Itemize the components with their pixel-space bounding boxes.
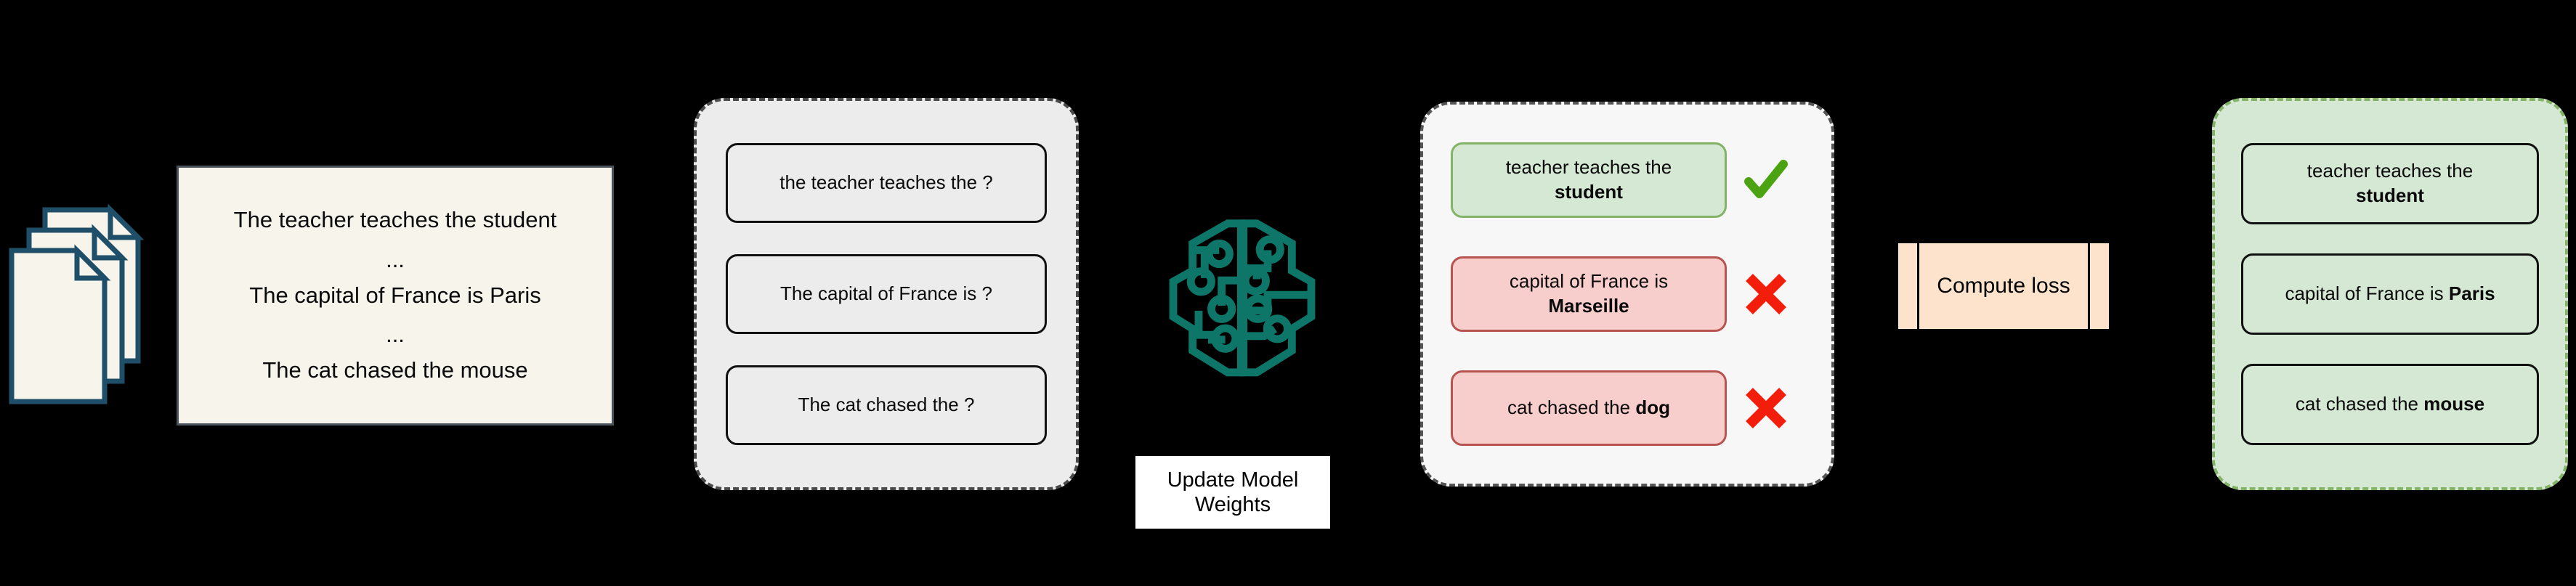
- corpus-text-box: The teacher teaches the student ... The …: [177, 166, 614, 426]
- prompts-panel: the teacher teaches the ? The capital of…: [694, 98, 1079, 490]
- update-model-weights-label: Update Model Weights: [1135, 456, 1330, 529]
- prompt-text: The cat chased the ?: [798, 394, 975, 416]
- corpus-line-3: The cat chased the mouse: [262, 357, 528, 383]
- prediction-card-correct[interactable]: teacher teaches the student: [1451, 142, 1727, 218]
- prediction-prefix: teacher teaches the: [1505, 156, 1672, 179]
- ground-truth-panel: teacher teaches the student capital of F…: [2212, 98, 2568, 490]
- ground-truth-answer: student: [2356, 184, 2424, 206]
- prompt-text: the teacher teaches the ?: [779, 171, 993, 194]
- prediction-row: capital of France is Marseille: [1451, 256, 1804, 332]
- ground-truth-card[interactable]: capital of France is Paris: [2241, 253, 2539, 335]
- cross-icon: [1740, 382, 1792, 434]
- ground-truth-answer: mouse: [2423, 393, 2485, 415]
- prediction-card-wrong[interactable]: capital of France is Marseille: [1451, 256, 1727, 332]
- compute-loss-left-rule: [1917, 243, 1919, 329]
- document-stack-icon: [7, 200, 160, 425]
- ground-truth-prefix: teacher teaches the: [2306, 160, 2474, 182]
- check-icon: [1740, 154, 1792, 206]
- corpus-ellipsis-2: ...: [386, 322, 405, 348]
- compute-loss-label: Compute loss: [1937, 274, 2070, 298]
- compute-loss-box: Compute loss: [1898, 243, 2109, 329]
- prediction-answer: Marseille: [1548, 295, 1629, 317]
- ground-truth-prefix: cat chased the: [2295, 393, 2419, 415]
- corpus-line-2: The capital of France is Paris: [249, 282, 541, 308]
- ground-truth-answer: Paris: [2448, 282, 2495, 305]
- prompt-card[interactable]: The cat chased the ?: [726, 365, 1047, 445]
- prediction-prefix: capital of France is: [1509, 270, 1669, 293]
- compute-loss-right-rule: [2088, 243, 2090, 329]
- neural-brain-circuit-icon: [1151, 205, 1333, 397]
- ground-truth-card[interactable]: teacher teaches the student: [2241, 143, 2539, 224]
- prompt-card[interactable]: The capital of France is ?: [726, 254, 1047, 334]
- predictions-panel: teacher teaches the student capital of F…: [1420, 102, 1834, 487]
- corpus-line-1: The teacher teaches the student: [233, 207, 557, 233]
- ground-truth-prefix: capital of France is: [2285, 282, 2444, 305]
- corpus-ellipsis-1: ...: [386, 246, 405, 272]
- prediction-prefix: cat chased the: [1507, 396, 1631, 419]
- prompt-text: The capital of France is ?: [780, 282, 992, 305]
- prediction-row: cat chased the dog: [1451, 370, 1804, 446]
- prompt-card[interactable]: the teacher teaches the ?: [726, 143, 1047, 223]
- prediction-answer: student: [1555, 181, 1623, 203]
- prediction-answer: dog: [1635, 396, 1670, 419]
- ground-truth-card[interactable]: cat chased the mouse: [2241, 364, 2539, 445]
- cross-icon: [1740, 268, 1792, 320]
- prediction-card-wrong[interactable]: cat chased the dog: [1451, 370, 1727, 446]
- prediction-row: teacher teaches the student: [1451, 142, 1804, 218]
